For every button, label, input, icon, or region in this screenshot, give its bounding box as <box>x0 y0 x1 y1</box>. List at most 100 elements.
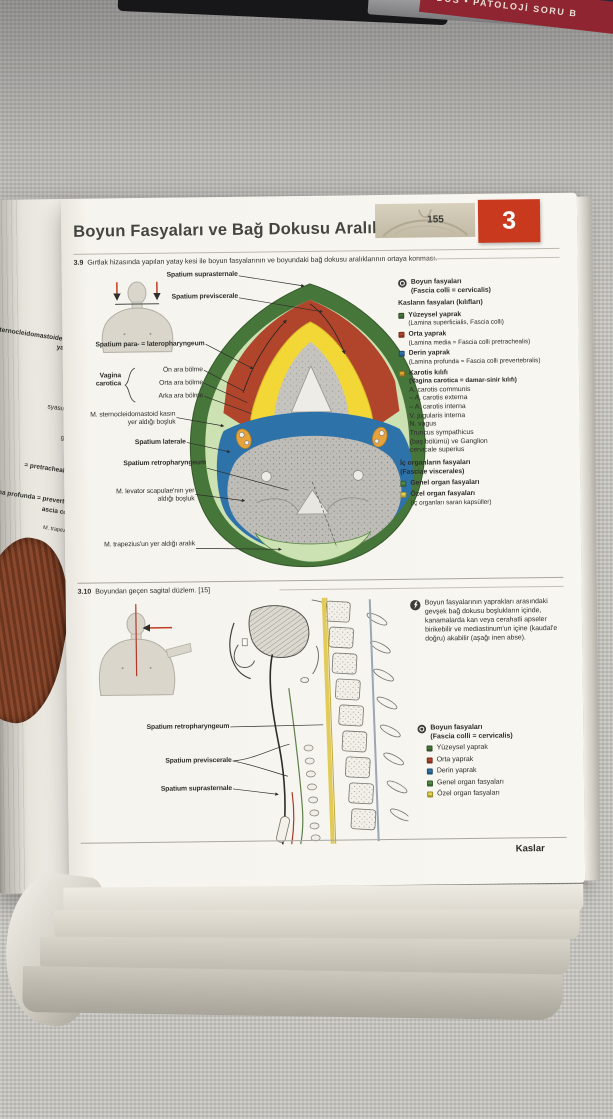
body-locator-figure <box>98 604 192 697</box>
facial-outline <box>229 622 251 680</box>
clinical-note-text: Boyun fasyalarının yaprakları arasındaki… <box>424 598 558 643</box>
legend-line: cervicale superius <box>409 446 465 455</box>
color-swatch-icon <box>398 351 405 358</box>
legend-item-label: Özel organ fasyaları <box>437 789 500 798</box>
sagittal-section-diagram <box>98 597 409 845</box>
left-page-fragment: amina profunda = preverteb <box>0 487 73 507</box>
spine-title-text: DUS • PATOLOJİ SORU B <box>436 0 579 19</box>
middle-fascia-green-line <box>288 688 304 845</box>
legend-item-label: Derin yaprak <box>436 767 477 775</box>
legend-item: Genel organ fasyaları <box>426 778 568 789</box>
figure-3-10-legend: Boyun fasyaları (Fascia colli = cervical… <box>417 723 568 800</box>
label-spatium-suprasternale: Spatium suprasternale <box>166 270 238 279</box>
legend-item: Yüzeysel yaprak <box>426 743 568 754</box>
label-spatium-suprasternale: Spatium suprasternale <box>160 784 233 793</box>
label-spatium-previscerale: Spatium previscerale <box>165 756 232 765</box>
label-scm-space: M. sternocleidomastoid kasın yer aldığı … <box>90 410 176 427</box>
chapter-tab: 3 <box>477 199 541 243</box>
legend-item-sub: (Lamina superficialis, Fascia colli) <box>408 318 504 327</box>
legend-item-label: Genel organ fasyaları <box>410 478 480 487</box>
legend-item: Özel organ fasyaları <box>427 789 568 800</box>
skin-outline <box>269 654 286 845</box>
legend-item-label: Orta yaprak <box>436 755 474 764</box>
sagittal-anatomy <box>229 597 409 845</box>
legend-item: Derin yaprak <box>426 766 568 777</box>
tongue <box>248 605 310 658</box>
body-locator-figure <box>101 281 174 353</box>
color-swatch-icon <box>398 331 405 338</box>
clinical-note: Boyun fasyalarının yaprakları arasındaki… <box>410 597 568 644</box>
legend-item: Özel organ fasyaları (iç organları saran… <box>400 489 558 508</box>
transverse-foramen-right <box>352 470 364 481</box>
legend-item: Orta yaprak (Lamina media = Fascia colli… <box>398 329 556 348</box>
section-plane-arrows <box>113 281 161 301</box>
trapezius-space <box>254 530 372 563</box>
label-spatium-previscerale: Spatium previscerale <box>171 292 239 301</box>
color-swatch-icon <box>427 791 434 798</box>
legend-item: Derin yaprak (Lamina profunda = Fascia c… <box>398 348 557 367</box>
legend-item-label: Yüzeysel yaprak <box>436 744 488 752</box>
figure-3-9-legend: Boyun fasyaları (Fascia colli = cervical… <box>398 277 559 508</box>
sagittal-plane-line <box>135 604 138 677</box>
color-swatch-icon <box>398 370 406 377</box>
red-book-spine: DUS • PATOLOJİ SORU B <box>418 0 613 41</box>
hyoid-bone <box>300 677 310 683</box>
figure-3-10-sagittal-section: Spatium retropharyngeum Spatium previsce… <box>76 595 409 849</box>
color-swatch-icon <box>400 491 407 498</box>
leader-lines <box>124 275 323 552</box>
figure-3-9-cross-section: Spatium suprasternale Spatium previscera… <box>72 267 572 583</box>
legend-section-visceral: İç organların fasyaları (Fasciae viscera… <box>400 458 558 477</box>
cross-section <box>189 283 426 568</box>
legend-item-sub: (iç organları saran kapsüller) <box>410 498 492 507</box>
spinous-processes <box>366 612 409 822</box>
mandible <box>233 644 255 669</box>
spinal-canal <box>295 489 330 515</box>
color-swatch-icon <box>426 745 433 752</box>
page-stack-edge <box>22 965 563 1021</box>
color-swatch-icon <box>400 480 407 487</box>
label-spatium-retropharyngeum: Spatium retropharyngeum <box>123 459 207 468</box>
clinical-note-icon <box>410 599 421 611</box>
figure-number: 3.10 <box>77 588 92 596</box>
legend-item: Genel organ fasyaları <box>400 478 558 489</box>
legend-title-sub: (Fascia colli = cervicalis) <box>410 286 491 295</box>
neck-cross-section-diagram <box>101 275 426 568</box>
open-book: sternocleidomastoideus ya'sı a nis syası… <box>0 46 613 1034</box>
trachea-rings <box>303 744 321 842</box>
epiglottis <box>312 645 319 675</box>
color-swatch-icon <box>426 757 433 764</box>
legend-item: Orta yaprak <box>426 755 568 766</box>
caption-text: Boyundan geçen sagital düzlem. [15] <box>95 587 211 596</box>
label-spatium-laterale: Spatium laterale <box>134 438 186 447</box>
color-swatch-icon <box>426 780 434 787</box>
page-stack-edge <box>54 909 580 941</box>
legend-item-sub: (Lamina media = Fascia colli pretracheal… <box>408 337 531 347</box>
label-spatium-parapharyngeum: Spatium para- = lateropharyngeum <box>95 340 205 349</box>
legend-item-label: Genel organ fasyaları <box>436 778 504 787</box>
caption-text: Gırtlak hizasında yapılan yatay kesi ile… <box>87 255 438 267</box>
legend-item: Karotis kılıfı (Vagina carotica = damar-… <box>398 368 557 387</box>
title-rule <box>73 247 560 255</box>
figure-number: 3.9 <box>73 259 84 267</box>
legend-item: Yüzeysel yaprak (Lamina superficialis, F… <box>398 309 556 328</box>
transverse-foramen-left <box>260 471 272 482</box>
color-swatch-icon <box>398 312 405 319</box>
page-title: Boyun Fasyaları ve Bağ Dokusu Aralıkları <box>73 218 408 241</box>
legend-title-sub: (Fascia colli = cervicalis) <box>430 732 513 741</box>
label-orta-ara-bolme: Orta ara bölme <box>159 379 204 387</box>
caption-rule <box>279 585 564 591</box>
label-vagina-carotica: Vagina carotica <box>95 372 122 388</box>
label-spatium-retropharyngeum: Spatium retropharyngeum <box>146 722 230 731</box>
legend-item-sub: (Lamina profunda = Fascia colli preverte… <box>408 357 541 366</box>
color-swatch-icon <box>426 768 433 775</box>
spinal-canal-line <box>368 599 380 842</box>
page-footer-section-title: Kaslar <box>515 843 545 855</box>
neck-sketch <box>382 209 468 237</box>
prevertebral-fascia-yellow <box>321 597 335 844</box>
label-arka-ara-bolme: Arka ara bölme <box>158 392 204 400</box>
legend-section-muscle-fasciae: Kasların fasyaları (kılıfları) <box>398 299 483 308</box>
page-number: 155 <box>427 214 444 226</box>
